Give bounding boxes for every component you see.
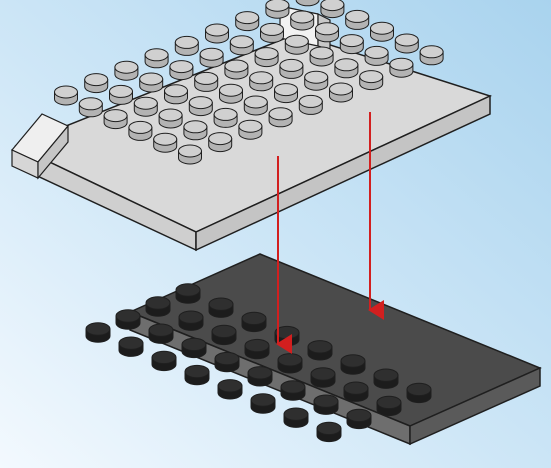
light-plate-stud (206, 24, 229, 43)
light-plate-stud (316, 23, 339, 42)
dark-plate-stud (179, 311, 203, 330)
light-plate-stud (165, 85, 188, 104)
dark-plate-stud (182, 338, 206, 357)
light-plate-stud (371, 22, 394, 41)
dark-plate-stud (116, 310, 140, 329)
light-plate-stud (250, 72, 273, 91)
dark-plate-stud (347, 409, 371, 428)
light-plate-stud (225, 60, 248, 79)
light-plate-stud (230, 36, 253, 55)
light-plate-stud (299, 95, 322, 114)
light-plate-stud (55, 86, 78, 105)
light-plate-stud (189, 97, 212, 116)
light-plate-stud (104, 110, 127, 129)
dark-plate-stud (149, 324, 173, 343)
light-plate-stud (175, 36, 198, 55)
dark-plate-stud (314, 395, 338, 414)
light-plate-stud (291, 11, 314, 30)
light-plate-stud (220, 84, 243, 103)
dark-plate-stud (152, 351, 176, 370)
light-plate-stud (85, 74, 108, 93)
light-plate-stud (184, 121, 207, 140)
dark-plate-stud (176, 284, 200, 303)
light-plate-stud (134, 97, 157, 116)
dark-plate-stud (407, 383, 431, 402)
light-plate-stud (321, 0, 344, 18)
light-plate-stud (255, 48, 278, 67)
dark-plate-stud (248, 367, 272, 386)
light-plate-stud (115, 61, 138, 80)
light-plate-stud (261, 23, 284, 42)
dark-plate-stud (245, 339, 269, 358)
dark-plate-stud (374, 369, 398, 388)
light-plate-stud (420, 46, 443, 65)
dark-plate-stud (281, 381, 305, 400)
light-plate-stud (340, 35, 363, 54)
light-plate-stud (330, 83, 353, 102)
light-plate-stud (195, 72, 218, 91)
light-plate-stud (154, 133, 177, 152)
dark-plate-stud (344, 382, 368, 401)
dark-plate-stud (341, 355, 365, 374)
light-plate-stud (200, 48, 223, 67)
dark-plate-stud (218, 380, 242, 399)
dark-plate-stud (146, 297, 170, 316)
light-plate-stud (305, 71, 328, 90)
light-plate-stud (244, 96, 267, 115)
light-plate-stud (239, 120, 262, 139)
light-plate-stud (266, 0, 289, 18)
dark-plate-stud (284, 408, 308, 427)
light-plate-stud (335, 59, 358, 78)
dark-plate-stud (185, 365, 209, 384)
light-plate-stud (280, 59, 303, 78)
dark-plate-stud (209, 298, 233, 317)
light-plate-stud (360, 71, 383, 90)
dark-plate-stud (215, 352, 239, 371)
light-plate-stud (214, 108, 237, 127)
light-plate-stud (209, 133, 232, 152)
light-plate-stud (159, 109, 182, 128)
light-plate-stud (79, 98, 102, 117)
light-plate-stud (365, 46, 388, 65)
light-plate-stud (170, 61, 193, 80)
light-plate-stud (129, 121, 152, 140)
dark-plate-stud (86, 323, 110, 342)
light-plate-stud (269, 108, 292, 127)
light-plate-stud (275, 84, 298, 103)
dark-plate-stud (119, 337, 143, 356)
dark-plate-stud (377, 396, 401, 415)
dark-plate-stud (278, 354, 302, 373)
light-plate-stud (395, 34, 418, 53)
light-plate-stud (346, 10, 369, 29)
light-plate-stud (285, 35, 308, 54)
light-plate-stud (310, 47, 333, 66)
dark-plate-stud (242, 312, 266, 331)
light-plate-stud (390, 58, 413, 77)
light-plate-stud (140, 73, 163, 92)
dark-plate-stud (311, 368, 335, 387)
light-plate-stud (179, 145, 202, 164)
light-plate-stud (236, 12, 259, 31)
light-plate-stud (145, 49, 168, 68)
dark-plate-stud (251, 394, 275, 413)
light-plate-stud (110, 85, 133, 104)
dark-plate-stud (317, 422, 341, 441)
dark-plate-stud (308, 341, 332, 360)
dark-plate-stud (212, 325, 236, 344)
